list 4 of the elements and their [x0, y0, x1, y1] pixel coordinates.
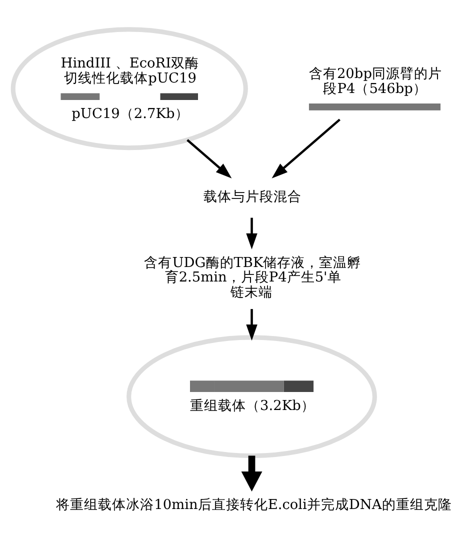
node-text: 将重组载体冰浴10min后直接转化E.coli并完成DNA的重组克隆 [56, 496, 452, 512]
node-text: 含有UDG酶的TBK储存液，室温孵育2.5min，片段P4产生5'单链末端 [144, 254, 362, 300]
node-label: 含有20bp同源臂的片段P4（546bp） [308, 65, 442, 96]
node-text: 载体与片段混合 [204, 188, 302, 204]
